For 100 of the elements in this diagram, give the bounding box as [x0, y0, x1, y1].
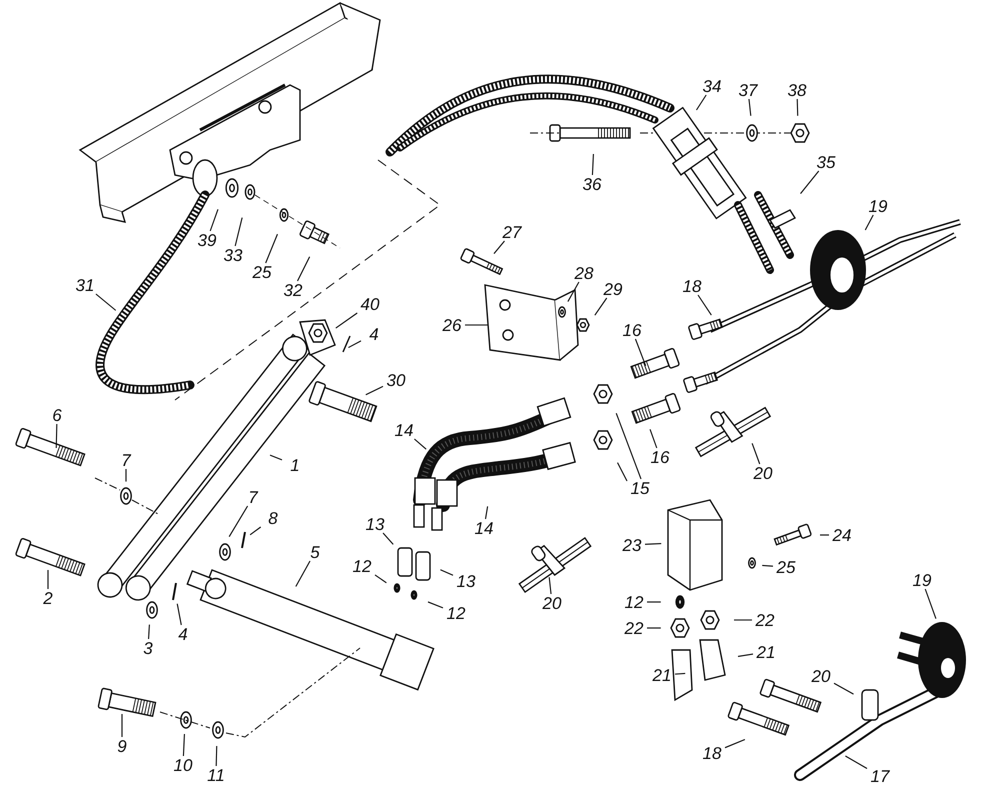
callout-number: 33 — [224, 246, 242, 264]
leader-line — [617, 462, 628, 482]
callout-number: 20 — [812, 668, 830, 684]
callout-number: 21 — [756, 644, 776, 660]
leader-line — [698, 294, 712, 316]
leader-line — [647, 627, 661, 629]
callout-number: 18 — [682, 278, 702, 294]
callout-number: 21 — [652, 666, 672, 684]
leader-line — [864, 214, 874, 230]
leader-line — [96, 294, 116, 311]
callout-number: 2 — [43, 590, 53, 606]
callout-number: 6 — [52, 406, 62, 424]
callout-number: 12 — [352, 558, 372, 574]
callout-number: 4 — [369, 326, 379, 342]
leader-line — [738, 654, 754, 657]
leader-line — [148, 624, 150, 640]
callout-number: 7 — [121, 452, 131, 468]
leader-line — [592, 154, 594, 176]
leader-line — [845, 756, 868, 769]
callout-number: 37 — [738, 82, 758, 98]
callout-number: 13 — [456, 572, 476, 590]
callout-number: 40 — [360, 296, 380, 312]
leader-line — [484, 506, 488, 520]
callout-number: 32 — [284, 282, 302, 298]
callout-number: 34 — [702, 78, 722, 94]
callout-number: 10 — [174, 756, 192, 774]
leader-line — [374, 574, 387, 584]
callout-number: 4 — [178, 626, 188, 642]
callout-number: 7 — [248, 488, 258, 506]
callout-number: 19 — [912, 572, 932, 588]
leader-line — [594, 298, 608, 316]
callout-number: 26 — [442, 316, 462, 334]
callout-number: 18 — [702, 744, 722, 762]
leader-line — [121, 714, 123, 737]
leader-line — [428, 601, 444, 608]
leader-line — [440, 569, 454, 576]
callout-number: 9 — [117, 738, 127, 754]
leader-line — [644, 543, 662, 545]
callout-number: 19 — [868, 198, 888, 214]
leader-line — [182, 734, 185, 756]
leader-line — [295, 560, 310, 587]
callout-number: 39 — [198, 232, 216, 248]
leader-line — [834, 682, 854, 695]
leader-line — [265, 234, 278, 264]
callout-number: 38 — [788, 82, 806, 98]
leader-line — [234, 218, 243, 246]
leader-line — [924, 588, 936, 619]
leader-line — [348, 340, 362, 348]
callout-number: 22 — [624, 620, 644, 636]
callout-number: 5 — [310, 544, 320, 560]
callout-number: 13 — [366, 516, 384, 532]
leader-line — [696, 94, 707, 110]
leader-line — [724, 739, 746, 748]
leader-line — [647, 601, 661, 603]
leader-line — [796, 98, 798, 116]
leader-line — [47, 570, 49, 589]
callout-number: 1 — [290, 456, 300, 474]
leader-line — [748, 98, 752, 116]
leader-line — [414, 438, 427, 450]
callout-number: 8 — [268, 510, 278, 526]
leader-line — [382, 532, 394, 545]
leader-line — [366, 386, 384, 396]
callout-number: 31 — [76, 276, 94, 294]
callout-number: 24 — [832, 526, 852, 544]
leader-line — [494, 240, 505, 254]
leader-line — [616, 413, 642, 480]
leader-line — [465, 324, 488, 326]
callout-number: 25 — [252, 264, 272, 280]
callout-number: 30 — [386, 372, 406, 388]
callout-number: 25 — [776, 558, 796, 576]
leader-line — [297, 256, 310, 282]
callout-number: 16 — [622, 322, 642, 338]
leader-line — [210, 209, 218, 232]
callout-number: 16 — [650, 448, 670, 466]
leader-line — [752, 443, 760, 464]
leader-line — [650, 429, 658, 448]
callout-number: 20 — [754, 464, 772, 482]
callout-number: 28 — [574, 264, 594, 282]
callout-number: 23 — [622, 536, 642, 554]
leader-line — [567, 282, 580, 302]
leader-line — [176, 604, 182, 626]
callout-number: 11 — [207, 766, 225, 784]
leader-line — [228, 506, 248, 537]
callout-number: 12 — [446, 604, 466, 622]
leader-line — [820, 534, 829, 536]
callout-number: 3 — [143, 640, 153, 656]
callout-number: 14 — [474, 520, 494, 536]
callout-number: 29 — [604, 280, 622, 298]
leader-line — [734, 619, 752, 621]
callout-number: 12 — [624, 594, 644, 610]
leader-line — [548, 577, 552, 594]
leader-line — [270, 454, 282, 460]
leader-line — [250, 526, 262, 536]
leader-line — [216, 746, 218, 766]
leader-line — [762, 564, 774, 567]
leader-line — [56, 424, 58, 448]
callout-number: 27 — [502, 224, 522, 240]
leader-line — [674, 672, 686, 675]
leader-line — [336, 312, 358, 329]
leader-line — [800, 170, 820, 194]
